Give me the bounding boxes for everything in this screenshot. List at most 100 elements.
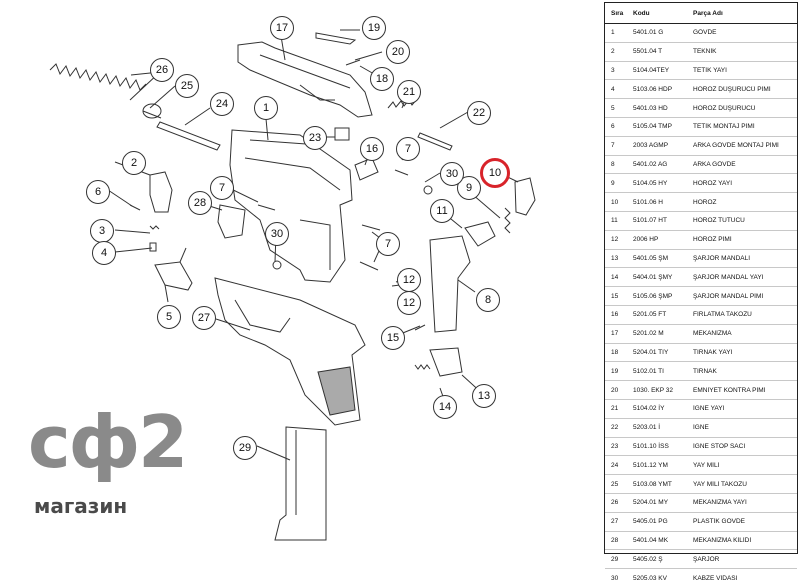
cell-name: ŞARJÖR	[693, 555, 720, 563]
cell-no: 4	[611, 85, 615, 93]
logo-mark: сф2	[28, 400, 188, 484]
cell-name: TEKNİK	[693, 48, 717, 56]
cell-name: İĞNE YAYI	[693, 405, 725, 413]
callout-27: 27	[192, 306, 216, 330]
cell-name: PLASTİK GÖVDE	[693, 518, 746, 526]
cell-name: MEKANİZMA KİLİDİ	[693, 536, 752, 544]
cell-no: 16	[611, 311, 619, 319]
table-row: 1 5401.01 G GÖVDE	[605, 24, 797, 43]
cell-code: 5103.08 YMT	[633, 480, 672, 488]
cell-code: 5401.02 AG	[633, 160, 668, 168]
cell-code: 5105.04 TMP	[633, 123, 672, 131]
cell-no: 1	[611, 29, 615, 37]
shop-logo: сф2 магазин	[28, 392, 188, 532]
callout-18: 18	[370, 67, 394, 91]
cell-code: 5404.01 ŞMY	[633, 273, 673, 281]
cell-name: YAY MİLİ	[693, 461, 720, 469]
cell-name: İĞNE	[693, 424, 709, 432]
cell-no: 22	[611, 424, 619, 432]
callout-22: 22	[467, 101, 491, 125]
callout-7a: 7	[210, 176, 234, 200]
cell-name: MEKANİZMA	[693, 330, 732, 338]
callout-5: 5	[157, 305, 181, 329]
parts-list-table: Sıra Kodu Parça Adı 1 5401.01 G GÖVDE 2 5501…	[604, 2, 798, 582]
table-row: 8 5401.02 AG ARKA GÖVDE	[605, 156, 797, 175]
callout-15: 15	[381, 326, 405, 350]
cell-name: HOROZ	[693, 198, 717, 206]
callout-23: 23	[303, 126, 327, 150]
cell-name: ARKA GÖVDE	[693, 160, 736, 168]
exploded-parts-diagram: 1 2 3 4 5 6 7 7 7 8 9 10 11 12 12 13 14 …	[49, 16, 536, 541]
callout-21: 21	[397, 80, 421, 104]
cell-code: 5204.01 MY	[633, 499, 669, 507]
callout-19: 19	[362, 16, 386, 40]
callout-9: 9	[457, 176, 481, 200]
logo-caption: магазин	[34, 494, 128, 518]
cell-name: GÖVDE	[693, 29, 717, 37]
cell-name: HOROZ PİMİ	[693, 236, 732, 244]
callout-3: 3	[90, 219, 114, 243]
callout-11: 11	[430, 199, 454, 223]
callout-12b: 12	[397, 291, 421, 315]
cell-code: 5201.02 M	[633, 330, 664, 338]
cell-no: 21	[611, 405, 619, 413]
cell-code: 5105.06 ŞMP	[633, 292, 673, 300]
cell-no: 8	[611, 160, 615, 168]
table-header: Sıra Kodu Parça Adı	[605, 3, 797, 24]
cell-code: 5405.02 Ş	[633, 555, 663, 563]
cell-no: 19	[611, 367, 619, 375]
callout-14: 14	[433, 395, 457, 419]
cell-code: 5401.03 HD	[633, 104, 668, 112]
cell-name: YAY MİLİ TAKOZU	[693, 480, 747, 488]
header-no: Sıra	[611, 9, 624, 17]
cell-code: 1030. EKP 32	[633, 386, 673, 394]
callout-20: 20	[386, 40, 410, 64]
cell-name: HOROZ DÜŞÜRÜCÜ	[693, 104, 756, 112]
cell-no: 29	[611, 555, 619, 563]
cell-no: 27	[611, 518, 619, 526]
cell-code: 5401.05 ŞM	[633, 254, 669, 262]
cell-name: ŞARJÖR MANDAL YAYI	[693, 273, 764, 281]
cell-name: KABZE VİDASI	[693, 574, 738, 582]
cell-no: 26	[611, 499, 619, 507]
cell-code: 5401.01 G	[633, 29, 664, 37]
cell-code: 5102.01 TI	[633, 367, 664, 375]
cell-no: 7	[611, 142, 615, 150]
cell-code: 5101.07 HT	[633, 217, 667, 225]
cell-code: 5103.06 HDP	[633, 85, 673, 93]
callout-2: 2	[122, 151, 146, 175]
callout-7c: 7	[396, 137, 420, 161]
header-name: Parça Adı	[693, 9, 723, 17]
cell-no: 2	[611, 48, 615, 56]
cell-no: 24	[611, 461, 619, 469]
cell-code: 5101.06 H	[633, 198, 663, 206]
cell-name: MEKANİZMA YAYI	[693, 499, 747, 507]
cell-name: İĞNE STOP SACI	[693, 442, 746, 450]
cell-code: 5104.05 HY	[633, 179, 668, 187]
cell-name: FIRLATMA TAKOZU	[693, 311, 752, 319]
cell-name: HOROZ YAYI	[693, 179, 733, 187]
cell-no: 20	[611, 386, 619, 394]
header-code: Kodu	[633, 9, 650, 17]
cell-no: 18	[611, 348, 619, 356]
cell-no: 10	[611, 198, 619, 206]
callout-10-highlighted: 10	[480, 158, 510, 188]
cell-no: 13	[611, 254, 619, 262]
cell-no: 30	[611, 574, 619, 582]
callout-25: 25	[175, 74, 199, 98]
cell-name: ARKA GÖVDE MONTAJ PİMİ	[693, 142, 779, 150]
callout-16: 16	[360, 137, 384, 161]
cell-code: 5501.04 T	[633, 48, 663, 56]
